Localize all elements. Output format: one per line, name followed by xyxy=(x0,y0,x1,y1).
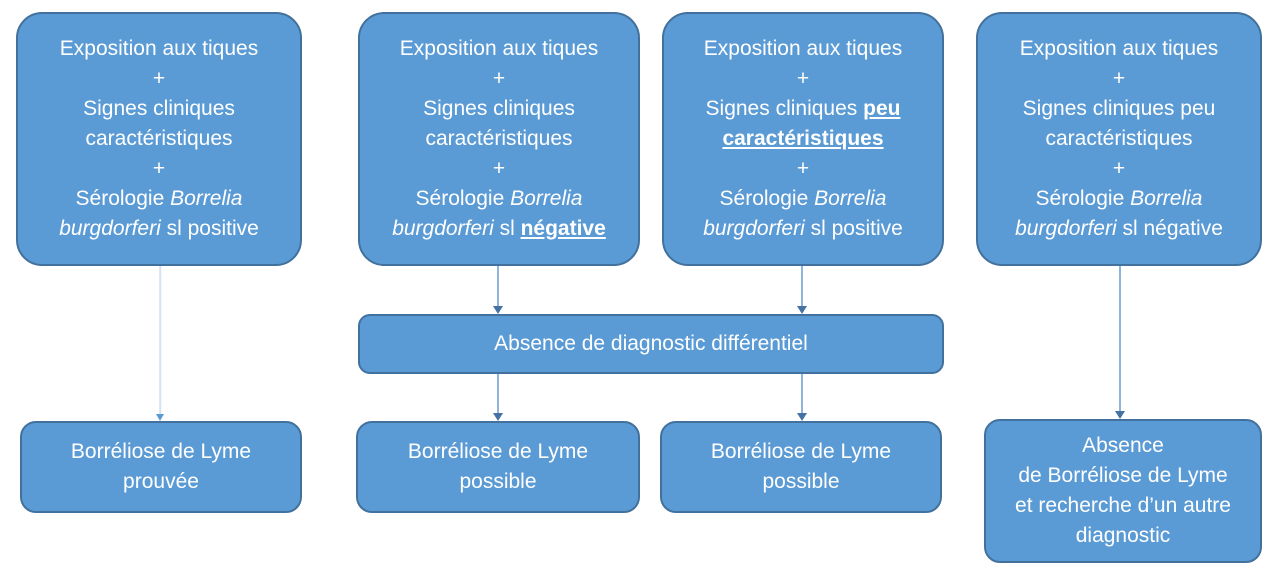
arrow-line xyxy=(801,374,803,414)
arrow-line xyxy=(801,266,803,307)
arrow-line xyxy=(497,266,499,307)
arrow-atypical-seropositive-to-differential-icon xyxy=(797,266,807,314)
no-differential-diagnosis-box: Absence de diagnostic différentiel xyxy=(358,314,944,374)
arrow-head-icon xyxy=(156,414,164,421)
arrow-atypical-seronegative-to-absent-icon xyxy=(1115,266,1125,419)
arrow-head-icon xyxy=(493,413,503,421)
arrow-head-icon xyxy=(1115,411,1125,419)
arrow-head-icon xyxy=(797,413,807,421)
criteria-box-atypical-seronegative: Exposition aux tiques+Signes cliniques p… xyxy=(976,12,1262,266)
arrow-proven-to-outcome-icon xyxy=(155,266,165,421)
arrow-line xyxy=(1119,266,1121,412)
arrow-differential-to-possible-2-icon xyxy=(797,374,807,421)
arrow-line xyxy=(497,374,499,414)
arrow-seronegative-to-differential-icon xyxy=(493,266,503,314)
arrow-line xyxy=(159,266,161,414)
arrow-differential-to-possible-1-icon xyxy=(493,374,503,421)
arrow-head-icon xyxy=(493,306,503,314)
arrow-head-icon xyxy=(797,306,807,314)
criteria-box-atypical-seropositive: Exposition aux tiques+Signes cliniques p… xyxy=(662,12,944,266)
